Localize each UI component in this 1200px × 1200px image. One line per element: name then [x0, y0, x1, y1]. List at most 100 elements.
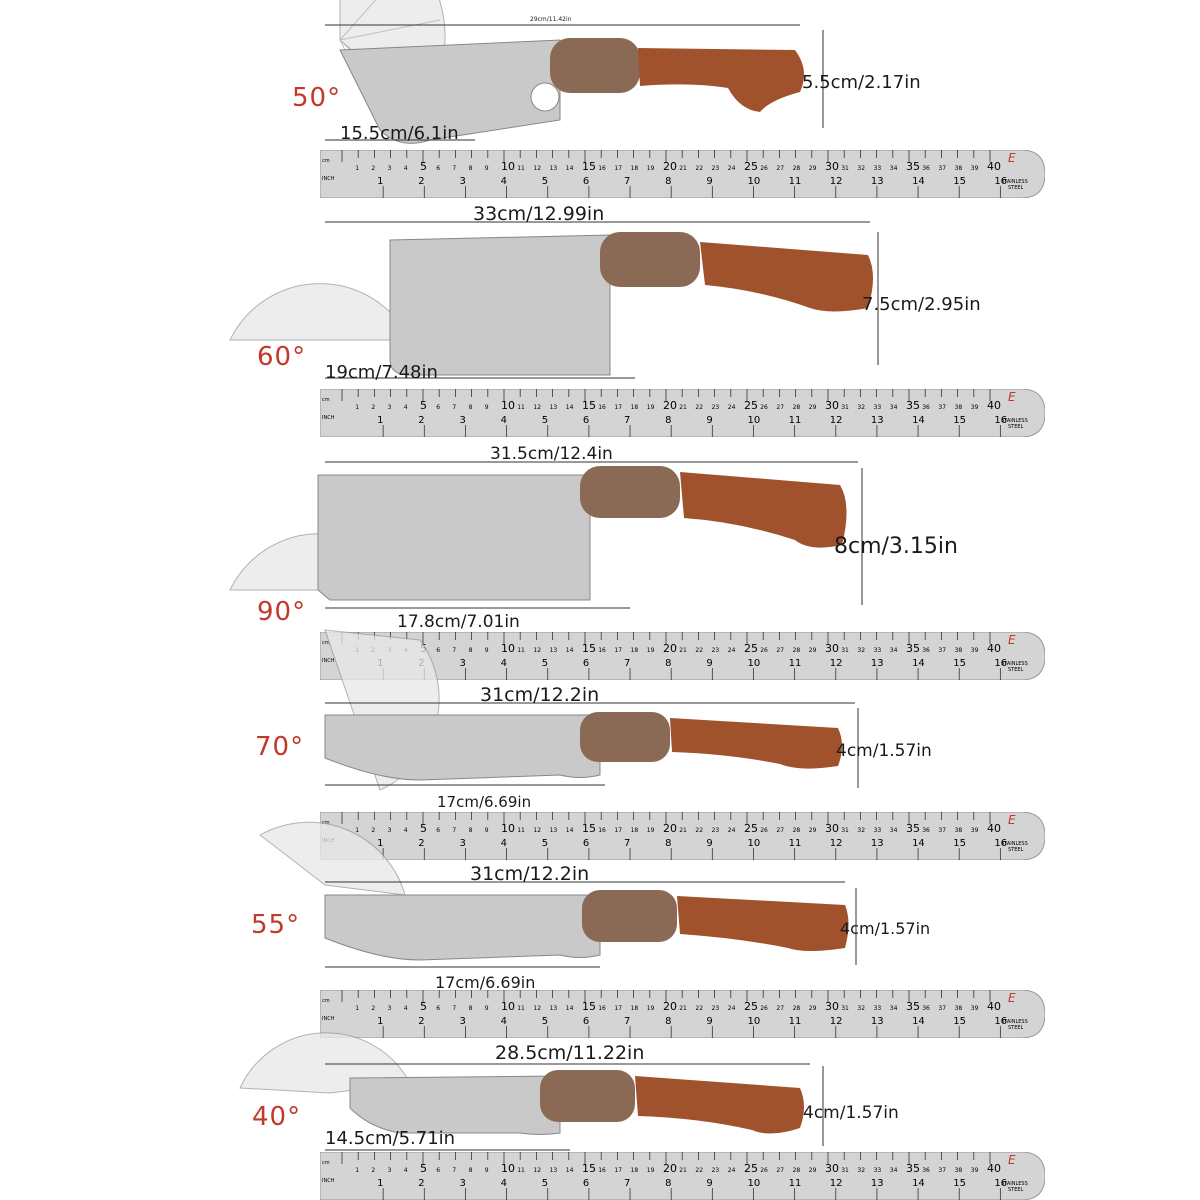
cm-tick-label: 1	[355, 404, 359, 411]
cm-tick-label: 4	[404, 404, 408, 411]
cm-tick-label: 15	[582, 642, 596, 655]
cm-tick-label: 28	[793, 1167, 801, 1174]
inch-tick-label: 12	[830, 1178, 843, 1189]
cm-tick-label: 32	[857, 827, 865, 834]
inch-tick-label: 10	[747, 415, 760, 426]
cm-tick-label: 31	[841, 1167, 849, 1174]
inch-tick-label: 4	[501, 176, 507, 187]
cm-tick-label: 37	[938, 647, 946, 654]
cm-tick-label: 22	[695, 404, 703, 411]
cm-tick-label: 12	[533, 404, 541, 411]
inch-tick-label: 10	[747, 838, 760, 849]
inch-tick-label: 13	[871, 415, 884, 426]
cm-tick-label: 16	[598, 647, 606, 654]
cm-tick-label: 20	[663, 642, 677, 655]
cm-tick-label: 8	[469, 1005, 473, 1012]
height-label: 4cm/1.57in	[840, 919, 931, 938]
cm-tick-label: 36	[922, 165, 930, 172]
knife-row: 50° 29cm/11.42in 5.5cm/2.17in 15.5cm/6.1…	[0, 0, 1200, 200]
cm-tick-label: 19	[647, 165, 655, 172]
inch-tick-label: 3	[459, 658, 465, 669]
cm-tick-label: 36	[922, 404, 930, 411]
cm-tick-label: 40	[987, 642, 1001, 655]
cm-tick-label: 34	[890, 647, 898, 654]
inch-tick-label: 4	[501, 1178, 507, 1189]
cm-tick-label: 27	[776, 404, 784, 411]
cm-tick-label: 20	[663, 399, 677, 412]
cm-tick-label: 6	[436, 1167, 440, 1174]
cm-tick-label: 39	[971, 647, 979, 654]
cm-tick-label: 11	[517, 404, 525, 411]
cm-tick-label: 9	[485, 404, 489, 411]
cm-tick-label: 12	[533, 1005, 541, 1012]
cm-tick-label: 38	[955, 404, 963, 411]
cm-tick-label: 24	[728, 827, 736, 834]
angle-label: 60°	[257, 342, 307, 372]
cm-tick-label: 24	[728, 165, 736, 172]
cm-tick-label: 17	[614, 404, 622, 411]
cm-tick-label: 38	[955, 165, 963, 172]
cm-tick-label: 10	[501, 1162, 515, 1175]
cm-tick-label: 40	[987, 1000, 1001, 1013]
cm-tick-label: 36	[922, 647, 930, 654]
cm-tick-label: 39	[971, 1005, 979, 1012]
cm-tick-label: 35	[906, 642, 920, 655]
inch-tick-label: 13	[871, 838, 884, 849]
inch-tick-label: 16	[994, 1016, 1007, 1027]
cm-tick-label: 4	[404, 827, 408, 834]
inch-tick-label: 10	[747, 176, 760, 187]
protractor	[229, 283, 411, 341]
inch-tick-label: 1	[377, 838, 383, 849]
cm-tick-label: 9	[485, 1167, 489, 1174]
cm-label: cm	[322, 1160, 330, 1166]
cm-tick-label: 19	[647, 647, 655, 654]
knife-row: 90° 31.5cm/12.4in 8cm/3.15in 17.8cm/7.01…	[0, 440, 1200, 632]
cm-tick-label: 27	[776, 165, 784, 172]
cm-tick-label: 5	[420, 160, 427, 173]
cm-tick-label: 34	[890, 1167, 898, 1174]
cm-tick-label: 28	[793, 647, 801, 654]
inch-label: INCH	[322, 658, 335, 664]
material-label: STAINLESS	[1001, 179, 1028, 185]
inch-tick-label: 11	[789, 1016, 802, 1027]
cm-tick-label: 19	[647, 1167, 655, 1174]
inch-tick-label: 11	[789, 658, 802, 669]
cm-tick-label: 18	[631, 827, 639, 834]
cm-tick-label: 39	[971, 165, 979, 172]
cm-tick-label: 31	[841, 647, 849, 654]
handle	[680, 472, 847, 548]
material-label: STAINLESS	[1001, 1019, 1028, 1025]
knife-photo	[229, 461, 863, 609]
cm-tick-label: 20	[663, 1000, 677, 1013]
cm-tick-label: 14	[566, 165, 574, 172]
cm-tick-label: 2	[371, 404, 375, 411]
inch-tick-label: 4	[501, 838, 507, 849]
inch-tick-label: 14	[912, 1178, 925, 1189]
cm-tick-label: 35	[906, 1000, 920, 1013]
height-label: 5.5cm/2.17in	[802, 72, 921, 93]
inch-tick-label: 14	[912, 415, 925, 426]
cm-tick-label: 14	[566, 1005, 574, 1012]
inch-tick-label: 3	[459, 838, 465, 849]
inch-tick-label: 15	[953, 415, 966, 426]
inch-tick-label: 12	[830, 415, 843, 426]
cm-tick-label: 10	[501, 822, 515, 835]
cm-tick-label: 27	[776, 647, 784, 654]
cm-tick-label: 8	[469, 165, 473, 172]
cm-tick-label: 10	[501, 1000, 515, 1013]
inch-tick-label: 7	[624, 1016, 630, 1027]
cm-tick-label: 29	[809, 404, 817, 411]
inch-tick-label: 2	[418, 176, 424, 187]
cm-tick-label: 28	[793, 1005, 801, 1012]
cm-tick-label: 8	[469, 1167, 473, 1174]
inch-tick-label: 10	[747, 658, 760, 669]
cm-tick-label: 39	[971, 1167, 979, 1174]
cm-tick-label: 29	[809, 1167, 817, 1174]
cm-tick-label: 6	[436, 647, 440, 654]
cm-tick-label: 32	[857, 1005, 865, 1012]
angle-label: 70°	[255, 732, 305, 762]
cm-tick-label: 18	[631, 1005, 639, 1012]
cm-tick-label: 27	[776, 1167, 784, 1174]
